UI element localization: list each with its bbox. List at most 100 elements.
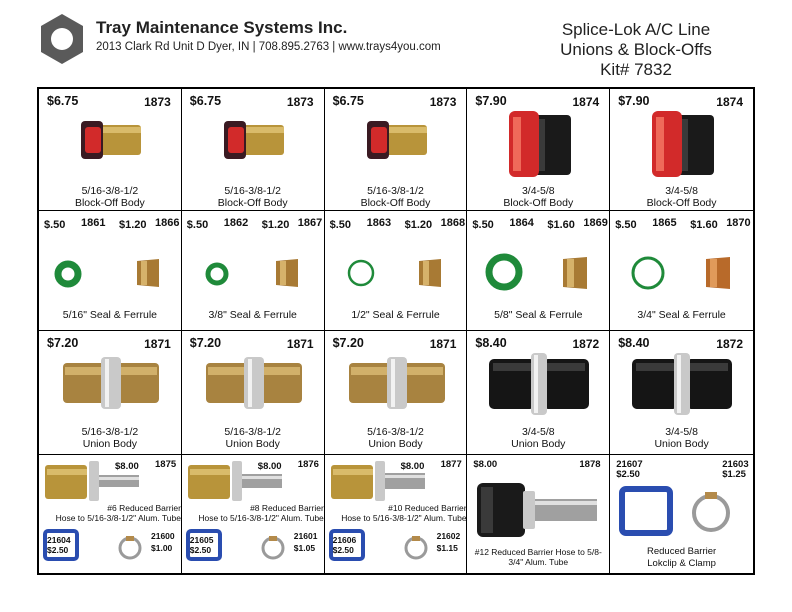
part-number: 1873 <box>429 95 457 109</box>
hose-fitting-cell: $8.00 1875 #6 Reduced Barrier Hose to 5/… <box>39 455 182 573</box>
lokclip-icon <box>43 529 79 561</box>
size-label: 3/4-5/8 <box>521 426 555 438</box>
ferrule-icon <box>563 257 588 289</box>
company-name: Tray Maintenance Systems Inc. <box>96 18 348 37</box>
ferrule-part-number: 1869 <box>583 217 608 229</box>
lokclip-label: Reduced Barrier <box>647 546 717 557</box>
blockoff-body-icon <box>652 111 715 177</box>
hose-part-number: 1875 <box>155 459 177 470</box>
blockoff-body-icon <box>81 121 141 159</box>
seal-ferrule-cell: $.50 1862 $1.20 1867 3/8" Seal & Ferrule <box>181 211 325 331</box>
seal-ferrule-label: 3/8" Seal & Ferrule <box>208 309 297 321</box>
hose-part-number: 1876 <box>297 459 319 470</box>
page-header: Tray Maintenance Systems Inc. 2013 Clark… <box>0 0 792 88</box>
union-cell: $8.40 1872 3/4-5/8 Union Body <box>610 331 753 455</box>
seal-part-number: 1865 <box>652 217 677 229</box>
seal-part-number: 1863 <box>366 217 392 229</box>
part-number: 1871 <box>286 337 314 351</box>
hose-price: $8.00 <box>400 461 425 472</box>
size-label: 5/16-3/8-1/2 <box>224 185 281 197</box>
clamp-price: $1.25 <box>722 469 746 480</box>
ferrule-price: $1.20 <box>119 219 147 231</box>
hose-fitting-cell: $8.00 1877 #10 Reduced Barrier Hose to 5… <box>325 455 468 573</box>
seal-price: $.50 <box>186 219 209 231</box>
ferrule-part-number: 1870 <box>726 217 751 229</box>
price: $7.90 <box>475 94 507 108</box>
lokclip-icon <box>328 529 365 561</box>
seal-ferrule-cell: $.50 1864 $1.60 1869 5/8" Seal & Ferrule <box>467 211 611 331</box>
product-name: Union Body <box>368 438 423 450</box>
clip-price: $2.50 <box>332 545 354 555</box>
product-name: Union Body <box>511 438 566 450</box>
seal-ferrule-cell: $.50 1861 $1.20 1866 5/16" Seal & Ferrul… <box>39 211 182 331</box>
blockoff-cell: $6.75 1873 5/16-3/8-1/2 Block-Off Body <box>39 89 182 211</box>
union-body-icon <box>348 357 445 409</box>
blockoff-cell: $6.75 1873 5/16-3/8-1/2 Block-Off Body <box>324 89 468 211</box>
clamp-part-number: 21602 <box>436 531 461 541</box>
o-ring-seal-icon <box>54 260 82 288</box>
ferrule-price: $1.60 <box>547 219 575 231</box>
price: $7.20 <box>189 336 222 350</box>
hose-fitting-icon <box>330 461 425 501</box>
product-name: Union Body <box>225 438 280 450</box>
seal-ferrule-label: 5/16" Seal & Ferrule <box>62 309 157 321</box>
price: $7.90 <box>618 94 650 108</box>
seal-part-number: 1862 <box>223 217 249 229</box>
price: $7.20 <box>47 336 79 350</box>
seal-ferrule-label: 5/8" Seal & Ferrule <box>494 309 583 321</box>
company-address: 2013 Clark Rd Unit D Dyer, IN | 708.895.… <box>96 41 441 53</box>
part-number: 1871 <box>144 337 171 351</box>
seal-ferrule-cell: $.50 1863 $1.20 1868 1/2" Seal & Ferrule <box>324 211 468 331</box>
hex-nut-logo-icon <box>41 14 83 64</box>
lokclip-icon <box>185 529 222 561</box>
product-name: Block-Off Body <box>360 197 431 209</box>
price: $8.40 <box>475 336 507 350</box>
size-label: 5/16-3/8-1/2 <box>224 426 281 438</box>
clip-price: $2.50 <box>616 469 640 480</box>
hose-description: #8 Reduced Barrier Hose to 5/16-3/8-1/2"… <box>198 503 324 523</box>
o-ring-seal-icon <box>205 262 229 286</box>
seal-price: $.50 <box>329 219 352 231</box>
lokclip-icon <box>619 486 674 536</box>
size-label: 5/16-3/8-1/2 <box>367 426 424 438</box>
seal-part-number: 1861 <box>81 217 106 229</box>
clip-price: $2.50 <box>189 545 212 555</box>
blockoff-body-icon <box>509 111 572 177</box>
ferrule-icon <box>275 259 298 287</box>
hose-clamp-icon <box>118 536 142 560</box>
clip-part-number: 21606 <box>332 535 357 545</box>
union-cell: $7.20 1871 5/16-3/8-1/2 Union Body <box>181 331 325 455</box>
size-label: 3/4-5/8 <box>665 185 698 197</box>
price: $7.20 <box>332 336 364 350</box>
clamp-part-number: 21600 <box>151 531 175 541</box>
clamp-part-number: 21601 <box>293 531 318 541</box>
product-name: Block-Off Body <box>74 197 145 209</box>
hose-description: #10 Reduced Barrier Hose to 5/16-3/8-1/2… <box>341 503 467 523</box>
product-name: Union Body <box>654 438 709 450</box>
clip-price: $2.50 <box>47 545 69 555</box>
page-title: Splice-Lok A/C Line Unions & Block-Offs … <box>560 20 712 79</box>
product-grid: $6.75 1873 5/16-3/8-1/2 Block-Off Body $… <box>37 87 755 575</box>
hose-price: $8.00 <box>473 459 498 470</box>
part-number: 1873 <box>286 95 314 109</box>
product-name: Block-Off Body <box>646 197 717 209</box>
union-cell: $8.40 1872 3/4-5/8 Union Body <box>467 331 611 455</box>
part-number: 1872 <box>572 337 600 351</box>
ferrule-icon <box>137 259 159 287</box>
lokclip-clamp-cell: 21607 $2.50 21603 $1.25 Reduced Barrier … <box>610 455 753 573</box>
o-ring-seal-icon <box>347 259 374 287</box>
seal-part-number: 1864 <box>509 217 534 229</box>
hose-fitting-icon <box>45 461 139 501</box>
size-label: 3/4-5/8 <box>665 426 698 438</box>
hose-fitting-cell: $8.00 1876 #8 Reduced Barrier Hose to 5/… <box>182 455 325 573</box>
ferrule-price: $1.20 <box>261 219 290 231</box>
seal-ferrule-label: 3/4" Seal & Ferrule <box>637 309 726 321</box>
union-cell: $7.20 1871 5/16-3/8-1/2 Union Body <box>39 331 182 455</box>
union-body-icon <box>489 353 590 415</box>
ferrule-part-number: 1866 <box>155 217 180 229</box>
ferrule-icon <box>418 259 441 287</box>
clip-part-number: 21605 <box>189 535 214 545</box>
union-body-icon <box>205 357 302 409</box>
price: $6.75 <box>332 94 364 108</box>
clip-part-number: 21607 <box>616 459 643 470</box>
